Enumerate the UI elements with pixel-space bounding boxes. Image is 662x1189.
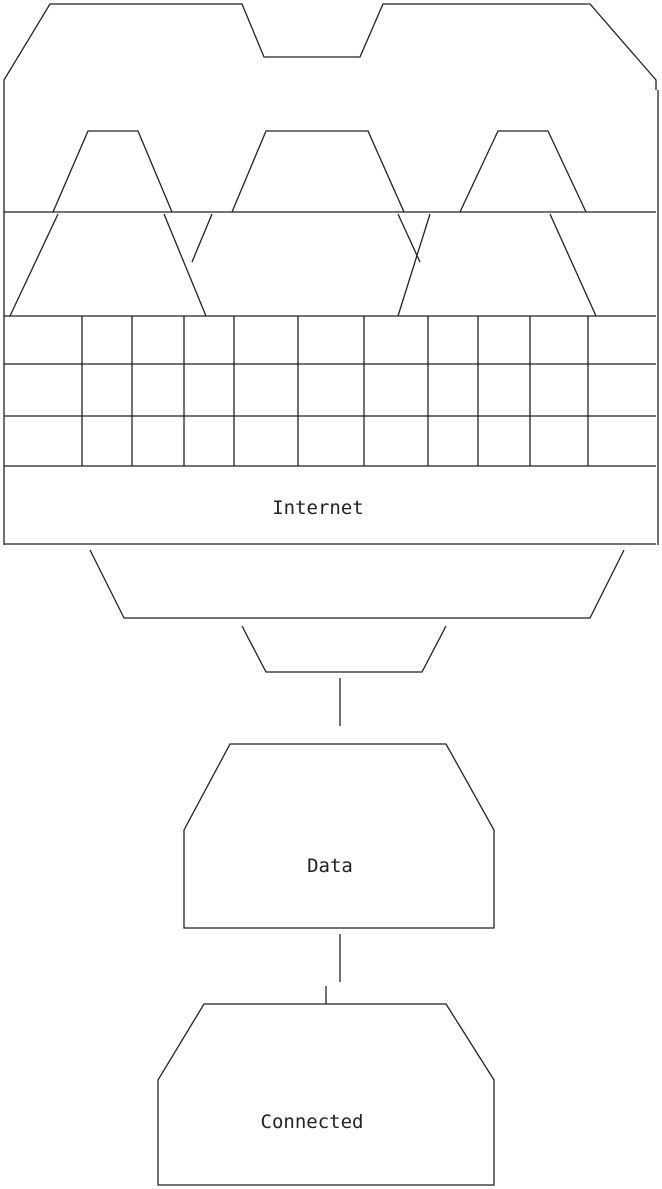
lower-wedge-left <box>9 213 59 317</box>
upper-peak-right <box>459 130 587 213</box>
upper-peak-middle <box>231 130 405 213</box>
lower-wedge-3 <box>191 213 213 263</box>
lower-wedge-5 <box>397 213 431 317</box>
upper-peak-left <box>52 130 173 213</box>
internet-roof-outline <box>3 3 657 90</box>
lower-wedge-6 <box>549 213 597 317</box>
connected-label: Connected <box>261 1111 364 1133</box>
connected-node: Connected <box>157 1003 495 1186</box>
data-label: Data <box>307 855 353 877</box>
data-node: Data <box>183 743 495 929</box>
lower-wedge-2 <box>163 213 207 317</box>
internet-node: Internet <box>3 3 659 545</box>
grid-columns <box>81 316 589 466</box>
internet-funnel <box>89 549 625 673</box>
internet-label: Internet <box>272 497 364 519</box>
lower-wedge-4 <box>397 213 421 263</box>
